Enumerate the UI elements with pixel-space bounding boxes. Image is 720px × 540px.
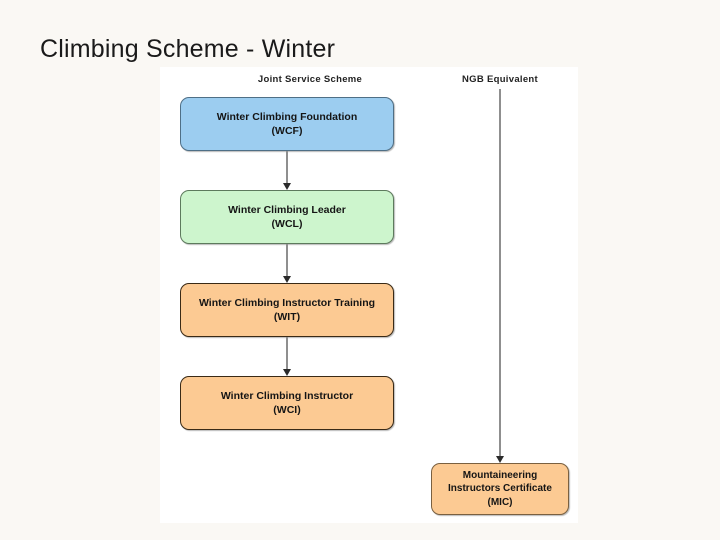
column-heading-joint-service-scheme: Joint Service Scheme bbox=[257, 74, 363, 85]
node-wcf[interactable]: Winter Climbing Foundation (WCF) bbox=[180, 97, 394, 151]
column-heading-ngb-equivalent: NGB Equivalent bbox=[462, 74, 538, 85]
arrow-down-icon bbox=[283, 369, 291, 376]
node-wcf-line-1: Winter Climbing Foundation bbox=[216, 110, 358, 123]
connector-line bbox=[286, 337, 288, 370]
arrow-down-icon bbox=[283, 276, 291, 283]
arrow-down-icon bbox=[496, 456, 504, 463]
connector-line bbox=[499, 89, 501, 457]
diagram-panel: Joint Service Scheme NGB Equivalent Wint… bbox=[160, 67, 578, 523]
node-wit[interactable]: Winter Climbing Instructor Training (WIT… bbox=[180, 283, 394, 337]
node-wci[interactable]: Winter Climbing Instructor (WCI) bbox=[180, 376, 394, 430]
node-wcf-line-2: (WCF) bbox=[271, 125, 303, 137]
node-mic-line-2: Instructors Certificate bbox=[448, 483, 552, 495]
node-wci-line-1: Winter Climbing Instructor bbox=[220, 389, 354, 402]
connector-line bbox=[286, 244, 288, 277]
connector-line bbox=[286, 151, 288, 184]
node-wit-line-2: (WIT) bbox=[273, 311, 301, 323]
node-wci-line-2: (WCI) bbox=[273, 404, 301, 416]
node-wit-line-1: Winter Climbing Instructor Training bbox=[198, 296, 376, 309]
node-mic-line-1: Mountaineering bbox=[462, 469, 538, 481]
node-mic[interactable]: Mountaineering Instructors Certificate (… bbox=[431, 463, 569, 515]
node-wcl-line-1: Winter Climbing Leader bbox=[228, 203, 346, 216]
node-wcl[interactable]: Winter Climbing Leader (WCL) bbox=[180, 190, 394, 244]
node-mic-line-3: (MIC) bbox=[487, 496, 513, 508]
node-wcl-line-2: (WCL) bbox=[271, 218, 303, 230]
page-title: Climbing Scheme - Winter bbox=[40, 34, 336, 63]
arrow-down-icon bbox=[283, 183, 291, 190]
